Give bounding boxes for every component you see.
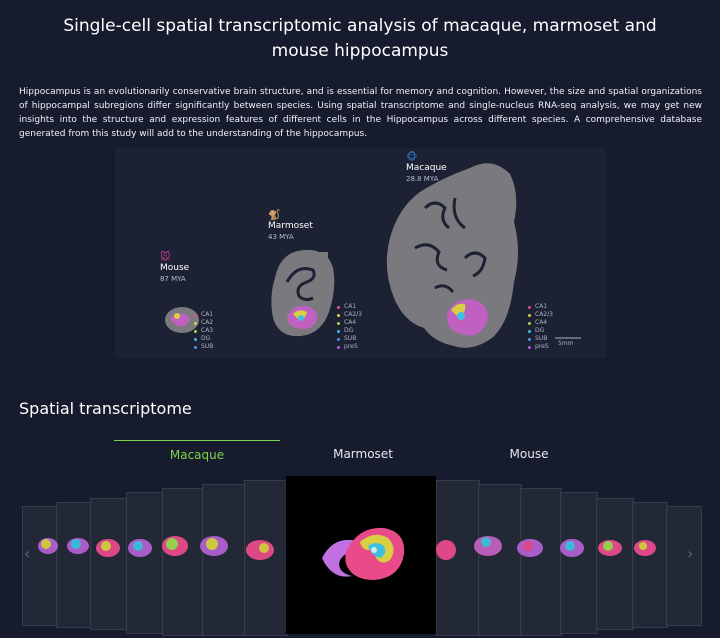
carousel-card[interactable] xyxy=(56,502,92,628)
species-label-mouse: 🐭 Mouse 87 MYA xyxy=(160,252,189,283)
legend-mouse: CA1 CA2 CA3 DG SUB xyxy=(194,311,213,351)
species-name: Marmoset xyxy=(268,221,313,231)
chevron-left-icon[interactable]: ‹ xyxy=(24,544,31,563)
active-section-image xyxy=(322,527,405,580)
species-label-marmoset: 🐒 Marmoset 43 MYA xyxy=(268,210,313,241)
intro-paragraph: Hippocampus is an evolutionarily conserv… xyxy=(19,87,702,139)
marmoset-icon: 🐒 xyxy=(268,210,281,221)
tab-macaque[interactable]: Macaque xyxy=(114,440,280,467)
species-name: Macaque xyxy=(406,163,447,173)
carousel-card-active[interactable] xyxy=(286,476,436,634)
tab-marmoset[interactable]: Marmoset xyxy=(333,447,393,461)
macaque-icon: 🐵 xyxy=(406,152,418,163)
tab-mouse[interactable]: Mouse xyxy=(509,447,549,461)
section-title: Spatial transcriptome xyxy=(19,399,192,418)
section-carousel[interactable] xyxy=(0,476,720,636)
carousel-card[interactable] xyxy=(632,502,668,628)
mouse-brain-section xyxy=(165,307,199,333)
species-name: Mouse xyxy=(160,263,190,273)
macaque-brain-section xyxy=(386,163,581,348)
carousel-card[interactable] xyxy=(90,498,128,630)
species-tabs: Macaque Marmoset Mouse xyxy=(114,440,614,466)
mouse-icon: 🐭 xyxy=(160,252,171,263)
carousel-card[interactable] xyxy=(22,506,58,626)
legend-marmoset: CA1 CA2/3 CA4 DG SUB preS xyxy=(337,303,362,351)
scale-bar-label: 5mm xyxy=(558,340,574,347)
page-title: Single-cell spatial transcriptomic analy… xyxy=(63,16,657,61)
brain-sections-graphic xyxy=(165,163,581,348)
carousel-card[interactable] xyxy=(520,488,562,636)
chevron-right-icon[interactable]: › xyxy=(687,544,694,563)
species-comparison-figure: 🐭 Mouse 87 MYA 🐒 Marmoset 43 MYA 🐵 Macaq… xyxy=(115,148,606,358)
carousel-section-thumbnails xyxy=(38,536,656,560)
species-mya: 43 MYA xyxy=(268,233,294,241)
carousel-card[interactable] xyxy=(666,506,702,626)
species-mya: 28.8 MYA xyxy=(406,175,439,183)
carousel-card[interactable] xyxy=(202,484,246,636)
species-label-macaque: 🐵 Macaque 28.8 MYA xyxy=(406,152,447,183)
marmoset-brain-section xyxy=(271,249,335,337)
legend-macaque: CA1 CA2/3 CA4 DG SUB preS xyxy=(528,303,553,351)
species-mya: 87 MYA xyxy=(160,275,186,283)
